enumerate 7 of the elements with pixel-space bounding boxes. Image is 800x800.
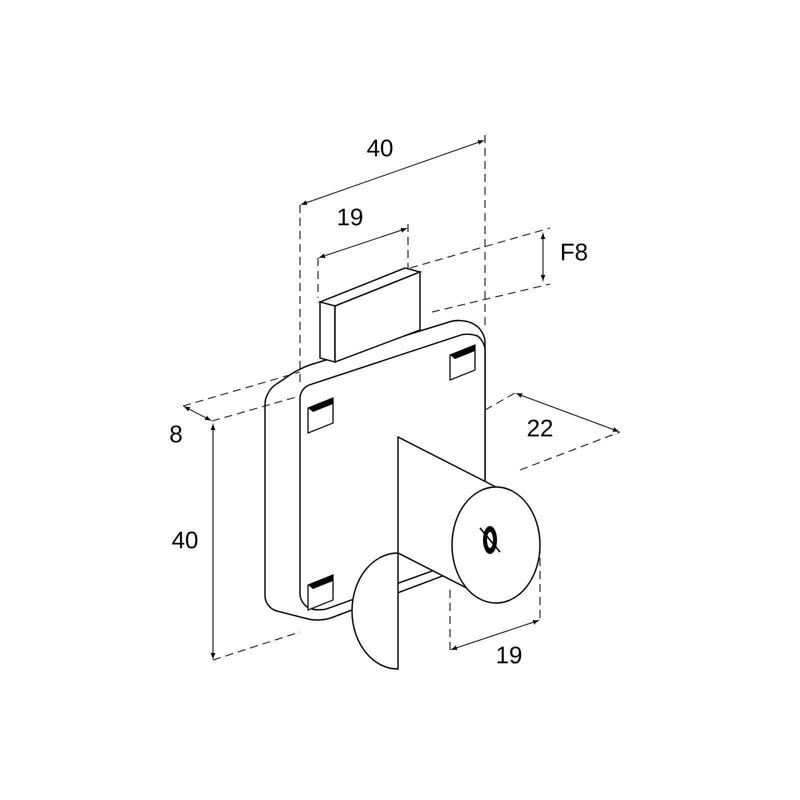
dimension-label: F8: [562, 244, 587, 260]
dimension-label: 40: [367, 140, 392, 156]
dimension-label: 19: [338, 208, 362, 226]
dimension-label: 8: [170, 426, 182, 442]
dimension-label: 40: [172, 532, 198, 548]
dimension-label: 22: [528, 420, 552, 436]
dimension-label: 19: [498, 646, 522, 664]
